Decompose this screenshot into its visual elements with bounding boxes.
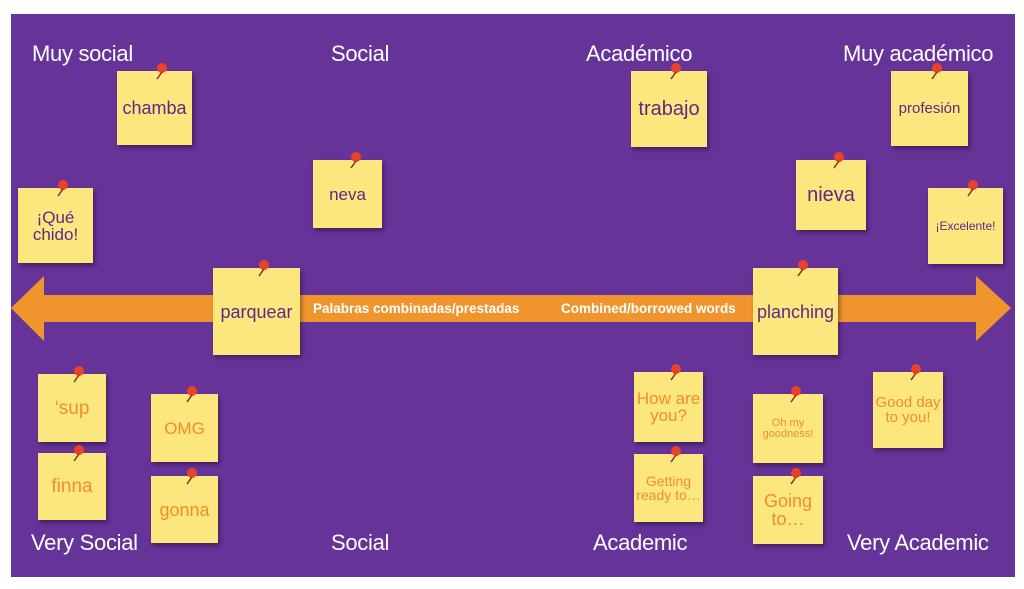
pushpin-icon bbox=[670, 364, 681, 381]
note-excelente: ¡Excelente! bbox=[928, 180, 1003, 264]
pushpin-icon bbox=[833, 152, 844, 169]
pushpin-icon bbox=[350, 152, 361, 169]
pushpin-icon bbox=[910, 364, 921, 381]
arrow-label-english: Combined/borrowed words bbox=[561, 301, 736, 316]
pushpin-icon bbox=[258, 260, 269, 277]
note-finna: finna bbox=[38, 445, 106, 520]
note-planching: planching bbox=[753, 260, 838, 355]
note-good-day: Good day to you! bbox=[873, 364, 943, 448]
header-muy-academico: Muy académico bbox=[843, 41, 994, 66]
register-continuum-board: Palabras combinadas/prestadas Combined/b… bbox=[11, 14, 1015, 577]
header-very-social: Very Social bbox=[31, 530, 138, 555]
pushpin-icon bbox=[797, 260, 808, 277]
note-profesion: profesión bbox=[891, 63, 968, 146]
pushpin-icon bbox=[186, 468, 197, 485]
note-how-are-you: How are you? bbox=[634, 364, 703, 442]
note-omg: OMG bbox=[151, 386, 218, 462]
pushpin-icon bbox=[57, 180, 68, 197]
note-parquear: parquear bbox=[213, 260, 300, 355]
pushpin-icon bbox=[186, 386, 197, 403]
note-que-chido: ¡Qué chido! bbox=[18, 180, 93, 263]
pushpin-icon bbox=[73, 445, 84, 462]
pushpin-icon bbox=[931, 63, 942, 80]
note-nieva: nieva bbox=[796, 152, 866, 230]
header-very-academic: Very Academic bbox=[847, 530, 989, 555]
pushpin-icon bbox=[967, 180, 978, 197]
note-getting-ready: Getting ready to… bbox=[634, 446, 703, 522]
pushpin-icon bbox=[790, 386, 801, 403]
header-social: Social bbox=[331, 41, 390, 66]
note-neva: neva bbox=[313, 152, 382, 228]
note-trabajo: trabajo bbox=[631, 63, 707, 147]
note-sup: ‘sup bbox=[38, 366, 106, 442]
note-gonna: gonna bbox=[151, 468, 218, 543]
note-going-to: Going to… bbox=[753, 468, 823, 544]
note-oh-my-goodness: Oh my goodness! bbox=[753, 386, 823, 463]
header-social-en: Social bbox=[331, 530, 390, 555]
pushpin-icon bbox=[156, 63, 167, 80]
arrow-label-spanish: Palabras combinadas/prestadas bbox=[313, 301, 520, 316]
pushpin-icon bbox=[73, 366, 84, 383]
pushpin-icon bbox=[790, 468, 801, 485]
header-academico: Académico bbox=[586, 41, 693, 66]
pushpin-icon bbox=[670, 63, 681, 80]
note-chamba: chamba bbox=[117, 63, 192, 145]
header-academic: Academic bbox=[593, 530, 688, 555]
continuum-arrow bbox=[11, 276, 1011, 341]
pushpin-icon bbox=[670, 446, 681, 463]
header-muy-social: Muy social bbox=[32, 41, 133, 66]
